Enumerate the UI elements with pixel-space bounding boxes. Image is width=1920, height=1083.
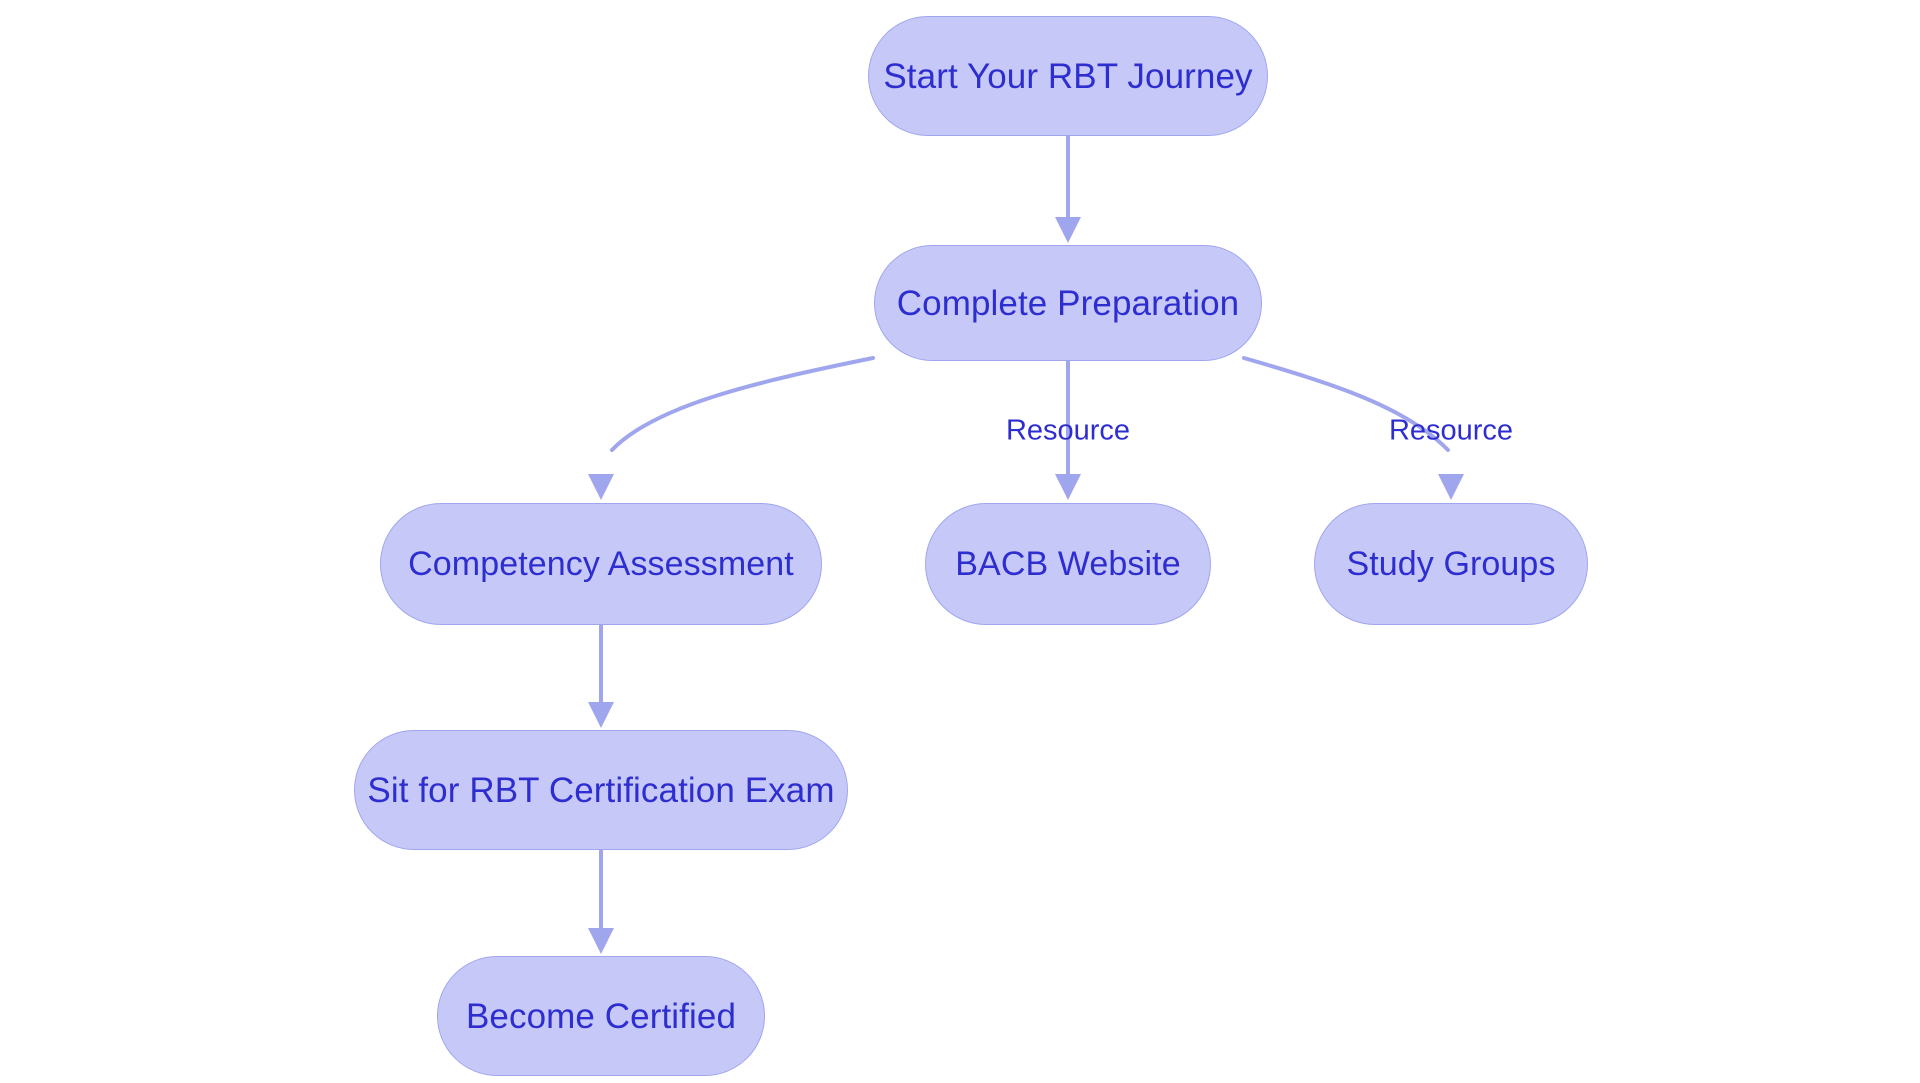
edge-prep-to-study <box>1242 356 1450 452</box>
flowchart-node-label-certified: Become Certified <box>465 996 737 1036</box>
edge-label-prep-to-study: Resource <box>1388 414 1514 447</box>
flowchart-node-certified[interactable]: Become Certified <box>437 956 765 1076</box>
flowchart-node-competency[interactable]: Competency Assessment <box>380 503 822 625</box>
flowchart-node-bacb[interactable]: BACB Website <box>925 503 1211 625</box>
flowchart-node-label-exam: Sit for RBT Certification Exam <box>367 770 835 810</box>
edge-prep-to-competency <box>610 356 875 452</box>
edge-arrowhead-prep-to-competency <box>588 474 614 500</box>
edge-label-prep-to-bacb: Resource <box>1005 414 1131 447</box>
edge-arrowhead-competency-to-exam <box>588 702 614 728</box>
flowchart-node-study[interactable]: Study Groups <box>1314 503 1588 625</box>
flowchart-node-label-prep: Complete Preparation <box>896 283 1240 323</box>
flowchart-node-prep[interactable]: Complete Preparation <box>874 245 1262 361</box>
flowchart-node-start[interactable]: Start Your RBT Journey <box>868 16 1268 136</box>
edge-arrowhead-prep-to-bacb <box>1055 474 1081 500</box>
edge-arrowhead-exam-to-certified <box>588 928 614 954</box>
flowchart-node-exam[interactable]: Sit for RBT Certification Exam <box>354 730 848 850</box>
flowchart-node-label-start: Start Your RBT Journey <box>883 56 1253 96</box>
edge-arrowhead-start-to-prep <box>1055 217 1081 243</box>
flowchart-node-label-bacb: BACB Website <box>955 545 1181 583</box>
edge-arrowhead-prep-to-study <box>1438 474 1464 500</box>
flowchart-node-label-competency: Competency Assessment <box>408 545 794 583</box>
flowchart-node-label-study: Study Groups <box>1346 545 1556 583</box>
